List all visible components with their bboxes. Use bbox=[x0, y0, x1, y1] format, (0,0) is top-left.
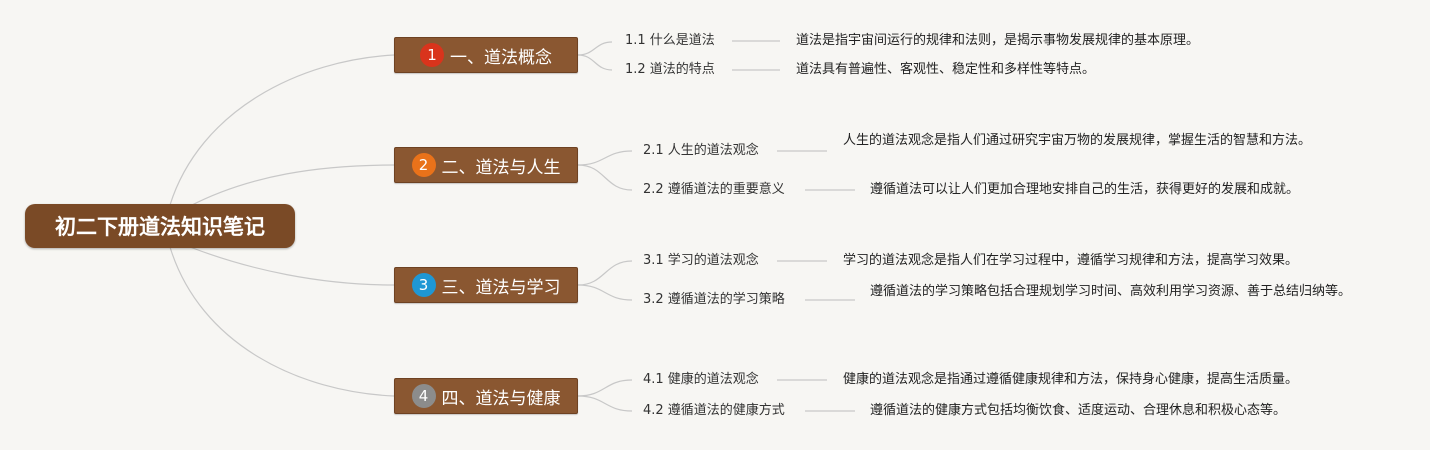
subtopic-3-1[interactable]: 3.1 学习的道法观念 bbox=[643, 253, 759, 268]
note-2-2: 遵循道法可以让人们更加合理地安排自己的生活，获得更好的发展和成就。 bbox=[870, 182, 1300, 197]
subtopic-1-2[interactable]: 1.2 道法的特点 bbox=[625, 62, 715, 77]
root-link-2 bbox=[189, 164, 395, 207]
number-badge-icon: 2 bbox=[411, 153, 436, 177]
note-4-2: 遵循道法的健康方式包括均衡饮食、适度运动、合理休息和积极心态等。 bbox=[870, 403, 1287, 418]
number-badge-icon: 1 bbox=[420, 43, 444, 67]
note-4-1: 健康的道法观念是指通过遵循健康规律和方法，保持身心健康，提高生活质量。 bbox=[843, 372, 1299, 387]
branch-topic-1[interactable]: 1 一、道法概念 bbox=[394, 37, 578, 73]
number-badge-icon: 3 bbox=[411, 273, 436, 297]
root-link-3 bbox=[189, 246, 395, 286]
note-3-1: 学习的道法观念是指人们在学习过程中，遵循学习规律和方法，提高学习效果。 bbox=[843, 253, 1299, 268]
subtopic-4-1[interactable]: 4.1 健康的道法观念 bbox=[643, 372, 759, 387]
root-title: 初二下册道法知识笔记 bbox=[55, 215, 265, 239]
branch-label: 三、道法与学习 bbox=[441, 277, 561, 298]
subtopic-2-2[interactable]: 2.2 遵循道法的重要意义 bbox=[643, 182, 785, 197]
root-topic[interactable]: 初二下册道法知识笔记 bbox=[25, 204, 295, 248]
branch-topic-2[interactable]: 2 二、道法与人生 bbox=[394, 147, 578, 183]
branch-topic-3[interactable]: 3 三、道法与学习 bbox=[394, 267, 578, 303]
branch-label: 四、道法与健康 bbox=[441, 388, 561, 409]
subtopic-3-2[interactable]: 3.2 遵循道法的学习策略 bbox=[643, 292, 785, 307]
subtopic-1-1[interactable]: 1.1 什么是道法 bbox=[625, 33, 715, 48]
note-2-1: 人生的道法观念是指人们通过研究宇宙万物的发展规律，掌握生活的智慧和方法。 bbox=[843, 133, 1312, 148]
note-1-2: 道法具有普遍性、客观性、稳定性和多样性等特点。 bbox=[796, 62, 1096, 77]
root-link-4 bbox=[169, 246, 395, 397]
branch-topic-4[interactable]: 4 四、道法与健康 bbox=[394, 378, 578, 414]
note-1-1: 道法是指宇宙间运行的规律和法则，是揭示事物发展规律的基本原理。 bbox=[796, 33, 1200, 48]
note-3-2: 遵循道法的学习策略包括合理规划学习时间、高效利用学习资源、善于总结归纳等。 bbox=[870, 284, 1352, 299]
branch-label: 二、道法与人生 bbox=[441, 157, 561, 178]
number-badge-icon: 4 bbox=[411, 384, 436, 408]
subtopic-4-2[interactable]: 4.2 遵循道法的健康方式 bbox=[643, 403, 785, 418]
root-link-1 bbox=[169, 54, 395, 206]
subtopic-2-1[interactable]: 2.1 人生的道法观念 bbox=[643, 143, 759, 158]
branch-label: 一、道法概念 bbox=[450, 47, 552, 68]
